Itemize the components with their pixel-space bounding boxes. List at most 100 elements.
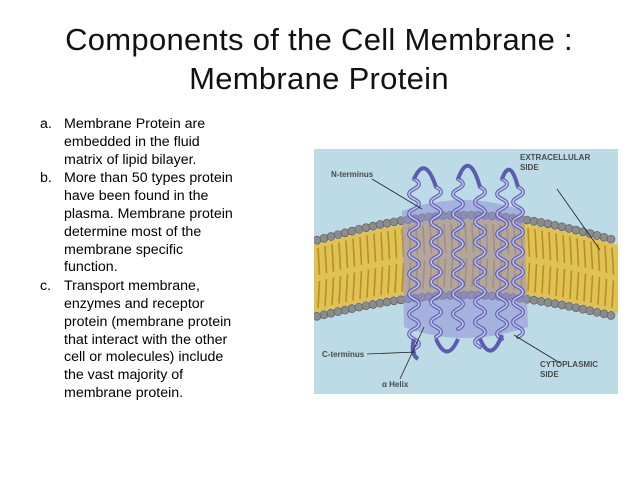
- lipid-tail: [380, 232, 384, 261]
- leader-line-cytoplasmic: [513, 334, 561, 364]
- lipid-head: [543, 298, 553, 307]
- lipid-head: [578, 227, 588, 237]
- lipid-tail: [604, 278, 608, 307]
- lipid-head: [361, 301, 371, 311]
- lipid-tail: [359, 270, 363, 299]
- label-extracellular-line-2: SIDE: [520, 163, 539, 172]
- lipid-head: [340, 305, 350, 315]
- bullet-line: More than 50 types protein: [64, 170, 233, 187]
- lipid-tail: [597, 243, 601, 272]
- lipid-tail: [324, 246, 328, 274]
- label-n-terminus: N-terminus: [331, 170, 374, 179]
- lipid-tail: [534, 229, 538, 258]
- lipid-tail: [611, 280, 615, 308]
- lipid-head: [571, 303, 581, 313]
- lipid-head: [564, 224, 574, 233]
- lipid-head: [557, 300, 567, 310]
- slide-title: Components of the Cell Membrane : Membra…: [20, 20, 618, 98]
- bullet-line: embedded in the fluid: [64, 133, 200, 150]
- leader-line-alpha-helix: [399, 326, 425, 380]
- lipid-tail: [527, 228, 531, 257]
- lipid-tail: [359, 237, 363, 266]
- lipid-tail: [548, 231, 552, 261]
- protein-body: [402, 200, 528, 338]
- lipid-head: [368, 221, 378, 231]
- slide-title-line-2: Membrane Protein: [189, 61, 449, 96]
- lipid-tail: [583, 240, 587, 268]
- alpha-helix-highlight: [452, 178, 464, 330]
- lipid-tail: [394, 229, 398, 259]
- lipid-tail: [569, 236, 573, 265]
- lipid-tail: [387, 265, 391, 294]
- lipid-head: [347, 226, 357, 236]
- bullet-item-a: a. Membrane Protein are embedded in the …: [40, 116, 272, 169]
- lipid-tail: [527, 262, 531, 292]
- bullet-line: cell or molecules) include: [64, 349, 224, 366]
- lipid-head: [389, 217, 399, 227]
- lipid-tail: [590, 275, 594, 303]
- bullet-item-b: b. More than 50 types protein have been …: [40, 170, 272, 277]
- lipid-head: [536, 218, 546, 227]
- lipid-tail: [555, 267, 559, 296]
- lipid-head: [375, 220, 385, 229]
- bullet-line: determine most of the: [64, 223, 202, 240]
- lipid-head: [319, 310, 329, 320]
- lipid-tail: [611, 247, 615, 275]
- lipid-head: [319, 234, 329, 243]
- lipid-tail: [324, 279, 328, 307]
- lipid-tail: [373, 268, 377, 297]
- lipid-head: [347, 304, 357, 313]
- lipid-tail: [604, 245, 608, 273]
- lipid-tail: [562, 269, 566, 298]
- lipid-tail: [373, 233, 377, 263]
- lipid-head: [375, 298, 385, 308]
- lipid-head: [557, 222, 567, 232]
- lipid-tail: [345, 274, 349, 302]
- bullet-line: Membrane Protein are: [64, 116, 206, 132]
- lipid-tail: [555, 233, 559, 262]
- lipid-tail: [576, 272, 580, 300]
- lipid-head: [571, 225, 581, 235]
- lipid-tail: [548, 266, 552, 295]
- lipid-tail: [569, 270, 573, 299]
- lipid-head: [368, 300, 378, 309]
- lipid-head: [340, 228, 350, 238]
- bullet-marker: b.: [40, 170, 52, 187]
- lipid-head: [382, 218, 392, 228]
- lipid-tail: [352, 238, 356, 267]
- lipid-head: [354, 302, 364, 312]
- lipid-tail: [387, 230, 391, 260]
- bullet-line: matrix of lipid bilayer.: [64, 151, 197, 168]
- lipid-head: [550, 220, 560, 230]
- slide-title-line-1: Components of the Cell Membrane :: [65, 22, 573, 57]
- lipid-head: [606, 311, 616, 320]
- lipid-head: [585, 306, 595, 316]
- alpha-helix-highlight: [474, 186, 486, 348]
- cytoplasmic-loop: [434, 334, 504, 354]
- lipid-head: [333, 230, 343, 239]
- lipid-tail: [576, 238, 580, 267]
- leader-line-n-terminus: [371, 178, 423, 210]
- lipid-tail: [541, 230, 545, 260]
- bullet-line: have been found in the: [64, 188, 209, 205]
- lipid-head: [564, 302, 574, 311]
- label-cytoplasmic-line-1: CYTOPLASMIC: [540, 360, 598, 369]
- lipid-tail: [534, 263, 538, 293]
- bullet-line: plasma. Membrane protein: [64, 205, 233, 222]
- lipid-head: [529, 295, 539, 305]
- extracellular-loop: [412, 164, 520, 188]
- label-cytoplasmic-line-2: SIDE: [540, 370, 559, 379]
- lipid-head: [529, 216, 539, 226]
- lipid-head: [599, 309, 609, 319]
- lipid-head: [333, 307, 343, 316]
- label-c-terminus: C-terminus: [322, 350, 365, 359]
- lipid-tail: [338, 275, 342, 304]
- bullet-line: that interact with the other: [64, 331, 228, 348]
- bullet-line: protein (membrane protein: [64, 313, 232, 330]
- lipid-tail: [590, 241, 594, 270]
- lipid-head: [543, 219, 553, 229]
- lipid-tail: [366, 269, 370, 298]
- lipid-tail: [331, 244, 335, 272]
- lipid-tail: [366, 235, 370, 264]
